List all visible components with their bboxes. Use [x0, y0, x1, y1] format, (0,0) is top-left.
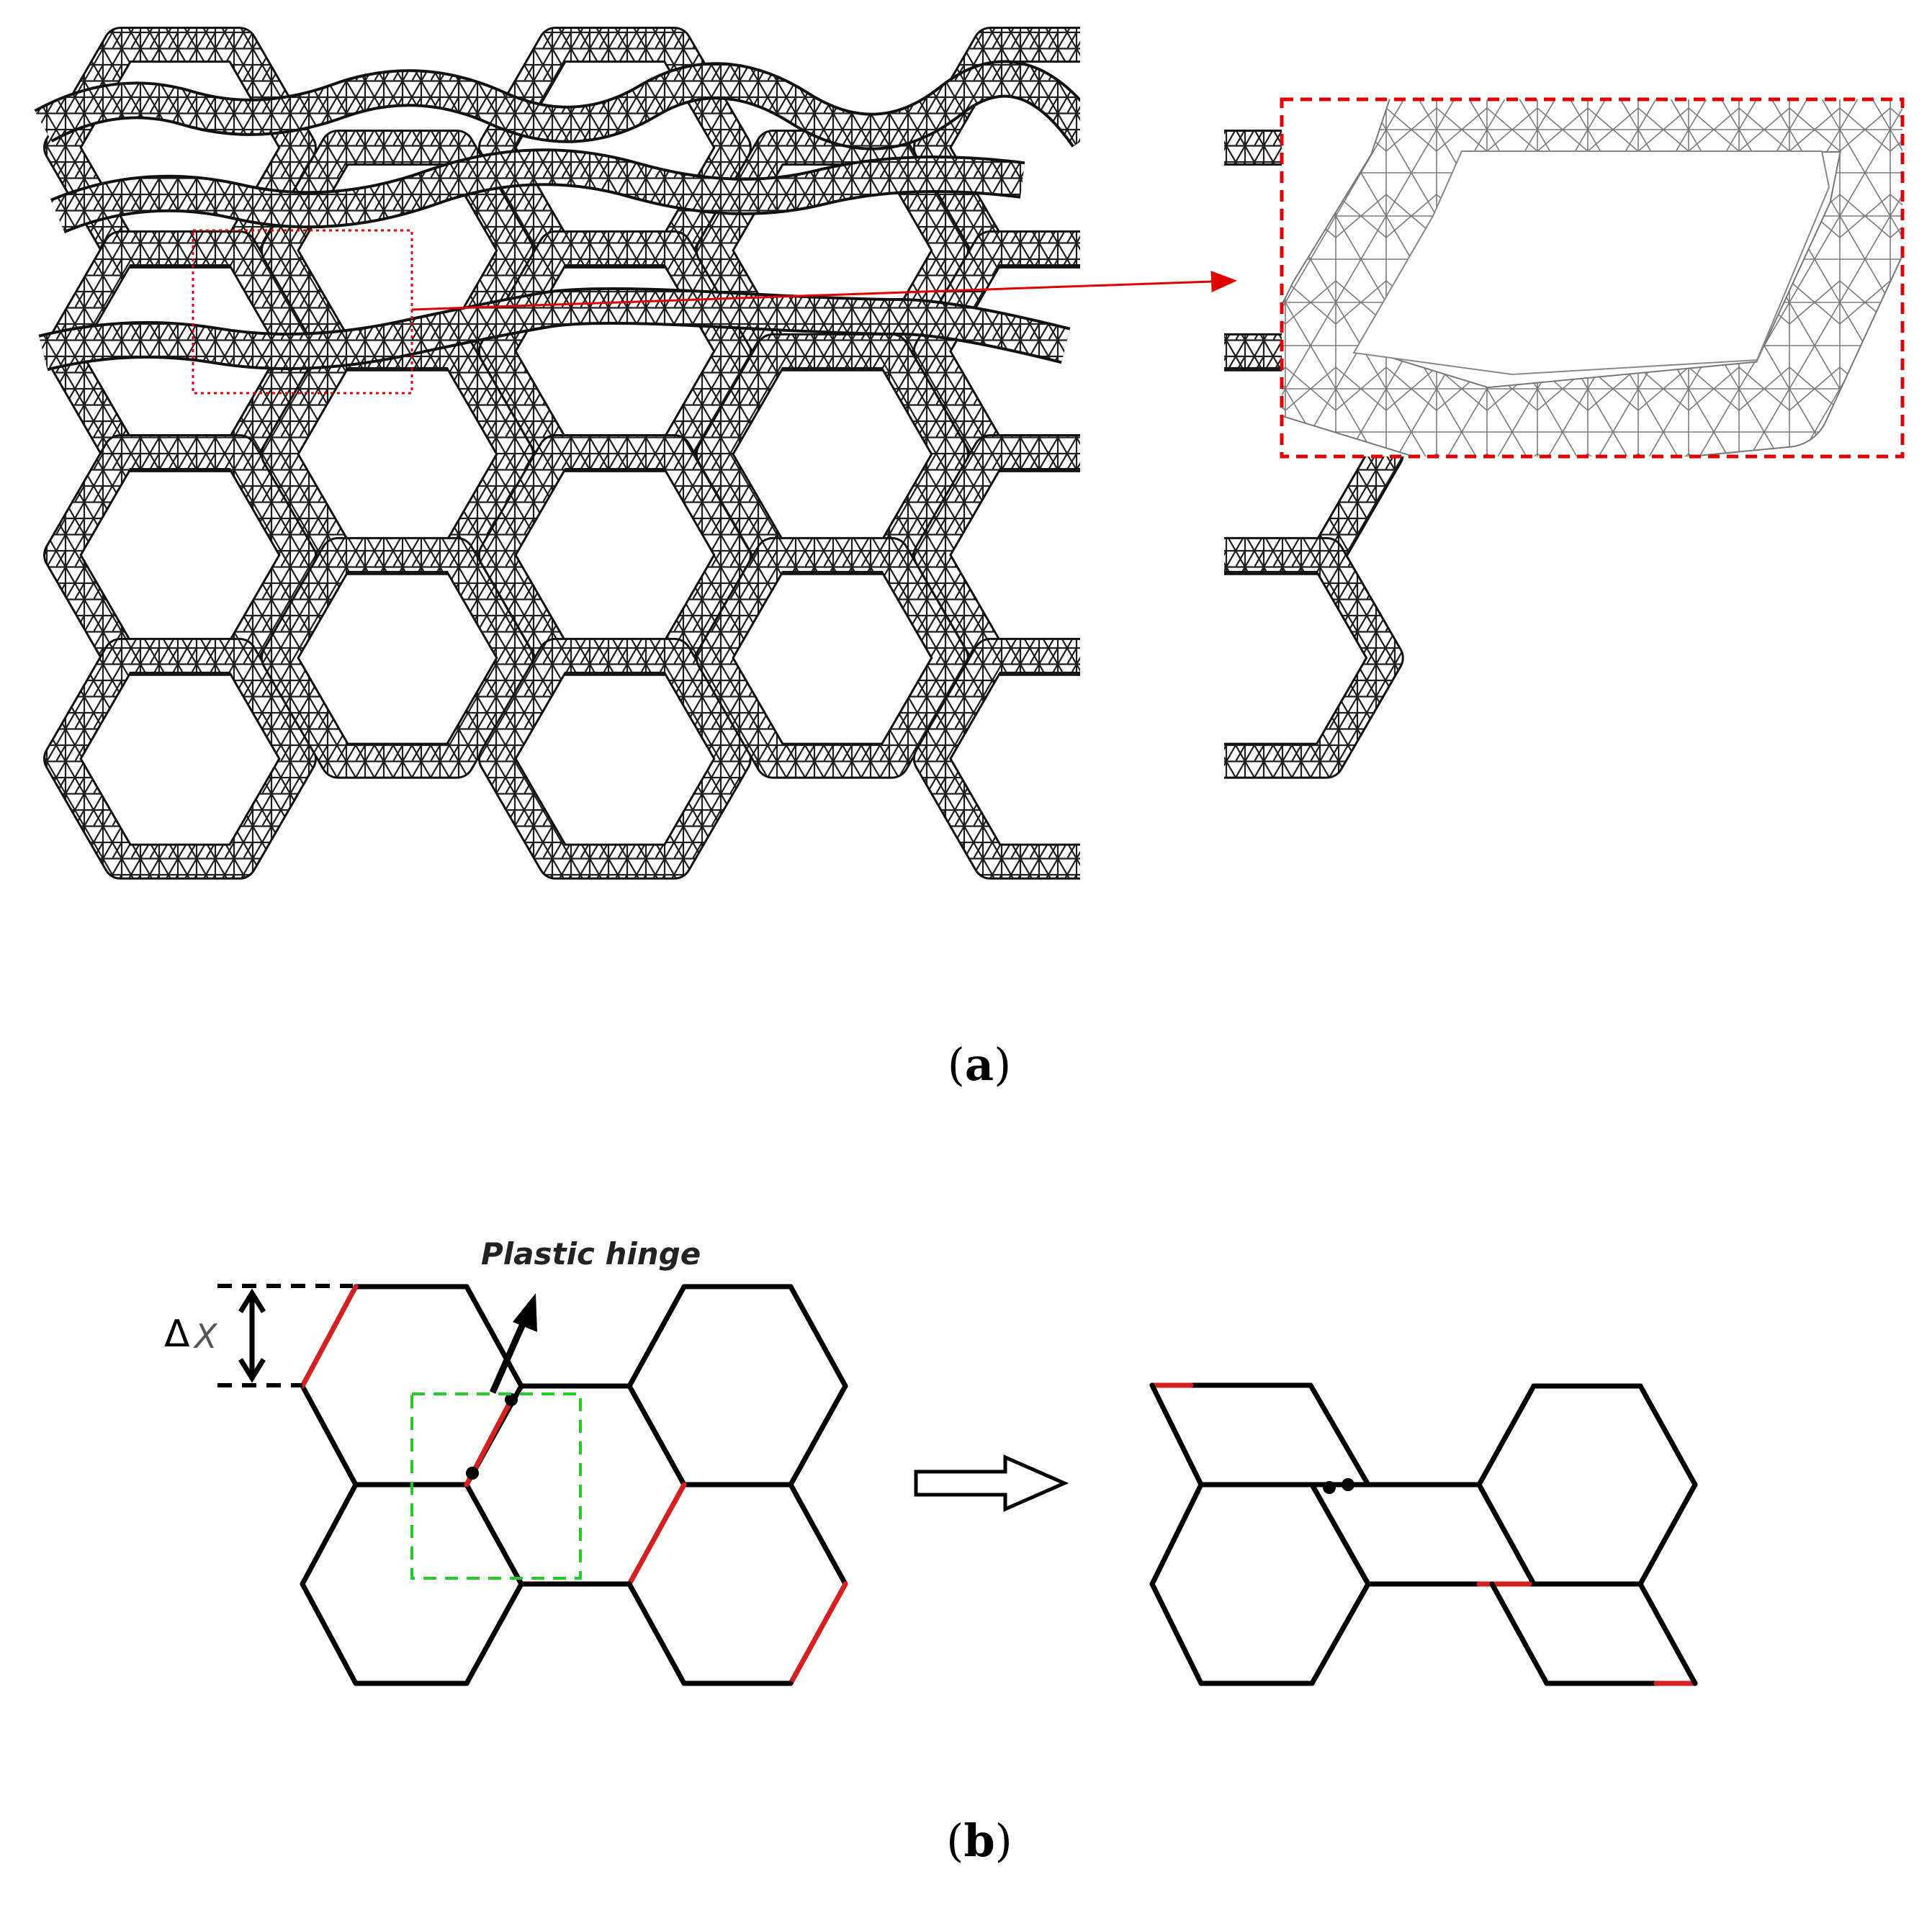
hex-top-left-edge — [300, 1383, 359, 1488]
lattice-cell — [480, 233, 750, 470]
crushed-band — [51, 151, 1025, 231]
hex-bottom-left-edge — [300, 1482, 359, 1587]
lattice-mask — [1080, 0, 1224, 965]
hex-top-left-edge — [464, 1284, 524, 1389]
zoom-pointer-arrow — [411, 271, 1237, 311]
hinge-point — [1323, 1481, 1336, 1494]
lattice-cell — [262, 539, 532, 777]
panel-b-schematic — [300, 1284, 1698, 1686]
delta-symbol: Δ — [164, 1313, 190, 1356]
hex-deformed-right-edge — [1476, 1383, 1537, 1488]
inset-strut-mesh — [1282, 99, 1902, 456]
lattice-cell — [262, 335, 532, 573]
hinge-point — [505, 1393, 518, 1406]
hex-bottom-right-edge — [788, 1482, 848, 1587]
transform-arrow — [914, 1454, 1069, 1512]
caption-b: (b) — [946, 1814, 1012, 1867]
hex-bottom-left-edge — [464, 1482, 524, 1587]
lattice-cell — [697, 335, 967, 573]
hex-deformed-right-edge — [1637, 1383, 1698, 1488]
crushed-band — [39, 290, 1070, 369]
crushed-band — [35, 63, 1101, 148]
deformation-region-box — [410, 1392, 582, 1580]
lattice-cell — [697, 539, 967, 777]
delta-variable: X — [193, 1317, 218, 1356]
delta-x-dimension: Δ X — [164, 1284, 353, 1387]
collapsed-edge — [1149, 1382, 1204, 1488]
hex-bottom-right-edge — [626, 1581, 687, 1686]
hex-top-right-edge — [626, 1284, 687, 1389]
hinge-point — [1342, 1478, 1354, 1491]
hinge-arrow-head — [513, 1293, 537, 1332]
hinge-point — [466, 1467, 479, 1480]
inset-cell-hole — [1352, 150, 1830, 376]
lattice-cell — [45, 639, 315, 878]
plastic-hinge-annotation: Plastic hinge — [481, 1236, 701, 1394]
hex-bottom-right-edge — [788, 1581, 848, 1686]
hex-top-right-edge — [788, 1284, 848, 1389]
hex-deformed-left-edge — [1149, 1581, 1204, 1686]
hex-deformed-right-edge — [1476, 1482, 1537, 1587]
hex-bottom-left-edge — [464, 1581, 524, 1686]
zoom-inset-frame — [1280, 97, 1905, 459]
hex-top-left-edge — [300, 1284, 359, 1389]
hex-bottom-left-edge — [300, 1581, 359, 1686]
plastic-hinge-label: Plastic hinge — [481, 1236, 701, 1272]
lattice-cell — [480, 436, 750, 674]
lattice-cell — [45, 436, 315, 674]
caption-a: (a) — [948, 1038, 1012, 1091]
panel-a-lattice — [34, 0, 1404, 965]
hex-deformed-left-edge — [1149, 1482, 1204, 1587]
hex-top-right-edge — [788, 1383, 848, 1488]
zoom-region-box — [192, 229, 413, 395]
hex-deformed-left-edge — [1309, 1581, 1371, 1686]
collapsed-edge — [1308, 1382, 1371, 1488]
hex-top-right-edge — [626, 1383, 687, 1488]
collapsed-edge — [1309, 1482, 1371, 1587]
collapsed-edge — [1489, 1581, 1550, 1686]
hex-deformed-right-edge — [1637, 1482, 1698, 1587]
lattice-cell — [480, 639, 750, 878]
collapsed-edge — [1637, 1581, 1698, 1686]
zoom-inset — [1280, 97, 1905, 459]
hex-bottom-right-edge — [626, 1482, 687, 1587]
